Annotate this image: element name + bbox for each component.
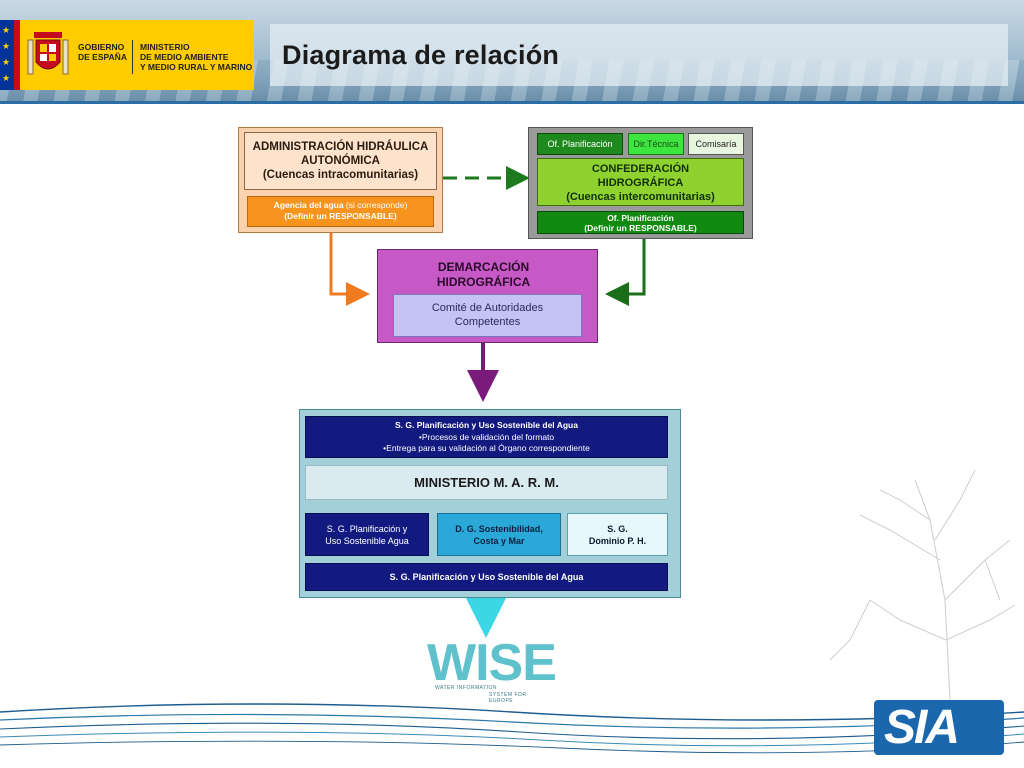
confederacion-box: CONFEDERACIÓN HIDROGRÁFICA (Cuencas inte…: [537, 158, 744, 206]
agencia-responsable: (Definir un RESPONSABLE): [284, 211, 397, 221]
admin-line1: ADMINISTRACIÓN HIDRÁULICA: [252, 141, 429, 153]
confederacion-line3: (Cuencas intercomunitarias): [566, 191, 715, 203]
page-title: Diagrama de relación: [282, 40, 560, 70]
gov-label: GOBIERNO DE ESPAÑA: [78, 42, 127, 62]
sg-bottom-label: S. G. Planificación y Uso Sostenible del…: [389, 572, 584, 582]
col3-line2: Dominio P. H.: [588, 536, 647, 546]
title-panel: Diagrama de relación: [270, 24, 1008, 86]
confederacion-line2: HIDROGRÁFICA: [597, 177, 684, 189]
admin-line2: AUTONÓMICA: [300, 155, 380, 167]
tab-dir-tecnica: Dir.Técnica: [628, 133, 684, 155]
col1-line2: Uso Sostenible Agua: [325, 536, 409, 546]
government-logo: ★ ★ ★ ★ GOBIERNO DE ESPAÑA MINISTERIO DE…: [0, 20, 254, 90]
plant-decoration: [829, 469, 1016, 701]
coat-of-arms-icon: [27, 32, 69, 75]
admin-line3: (Cuencas intracomunitarias): [262, 169, 419, 181]
of-planificacion-responsable-box: Of. Planificación (Definir un RESPONSABL…: [537, 211, 744, 234]
of-planificacion-label: Of. Planificación: [607, 213, 674, 223]
orange-arrow-admin-to-demarcacion: [329, 233, 370, 306]
sg-top-bullet1: •Procesos de validación del formato: [418, 431, 555, 442]
of-planificacion-responsable: (Definir un RESPONSABLE): [584, 223, 697, 233]
col2-line2: Costa y Mar: [473, 536, 525, 546]
agencia-note: (si corresponde): [343, 200, 408, 210]
demarcacion-line2: HIDROGRÁFICA: [436, 275, 531, 289]
gov-separator: [132, 40, 133, 74]
col1-line1: S. G. Planificación y: [326, 524, 408, 534]
agencia-title: Agencia del agua: [273, 200, 344, 210]
wise-logo: WISE WATER INFORMATION SYSTEM FOR EUROPE: [427, 636, 557, 706]
col3-line1: S. G.: [607, 524, 628, 534]
header-divider: [0, 101, 1024, 104]
footer-wave-2: [0, 713, 1024, 729]
footer-wave-4: [0, 731, 1024, 747]
sg-planificacion-uso-box: S. G. Planificación y Uso Sostenible Agu…: [305, 513, 429, 556]
sg-planificacion-procesos-box: S. G. Planificación y Uso Sostenible del…: [305, 416, 668, 458]
admin-autonomica-box: ADMINISTRACIÓN HIDRÁULICA AUTONÓMICA (Cu…: [244, 132, 437, 190]
agencia-agua-box: Agencia del agua (si corresponde) (Defin…: [247, 196, 434, 227]
spain-flag-stripe: [14, 20, 20, 90]
comite-autoridades-box: Comité de Autoridades Competentes: [393, 294, 582, 337]
sg-planificacion-bottom-box: S. G. Planificación y Uso Sostenible del…: [305, 563, 668, 591]
wise-word: WISE: [427, 634, 557, 692]
sg-top-title: S. G. Planificación y Uso Sostenible del…: [395, 420, 578, 430]
sia-logo: SIA: [874, 700, 1004, 755]
demarcacion-line1: DEMARCACIÓN: [437, 260, 530, 274]
ministry-label: MINISTERIO DE MEDIO AMBIENTE Y MEDIO RUR…: [140, 42, 253, 72]
wise-subtitle-2: SYSTEM FOR EUROPE: [489, 692, 527, 704]
dg-sostenibilidad-box: D. G. Sostenibilidad, Costa y Mar: [437, 513, 561, 556]
sg-dominio-box: S. G. Dominio P. H.: [567, 513, 668, 556]
col2-line1: D. G. Sostenibilidad,: [455, 524, 543, 534]
sg-top-bullet2: •Entrega para su validación al Órgano co…: [383, 443, 590, 453]
footer-wave-1: [0, 703, 1024, 721]
ministerio-name-box: MINISTERIO M. A. R. M.: [305, 465, 668, 500]
header-banner: ★ ★ ★ ★ GOBIERNO DE ESPAÑA MINISTERIO DE…: [0, 0, 1024, 104]
footer-wave-3: [0, 722, 1024, 740]
ministerio-name: MINISTERIO M. A. R. M.: [414, 475, 559, 490]
wise-subtitle-1: WATER INFORMATION: [435, 685, 498, 691]
green-arrow-confederacion-to-demarcacion: [605, 239, 646, 306]
confederacion-line1: CONFEDERACIÓN: [591, 163, 690, 175]
tab-of-planificacion: Of. Planificación: [537, 133, 623, 155]
sia-logo-text: SIA: [884, 701, 960, 754]
tab-comisaria: Comisaría: [688, 133, 744, 155]
comite-line1: Comité de Autoridades: [431, 302, 544, 314]
comite-line2: Competentes: [454, 316, 521, 328]
eu-flag-icon: ★ ★ ★ ★: [0, 20, 14, 90]
